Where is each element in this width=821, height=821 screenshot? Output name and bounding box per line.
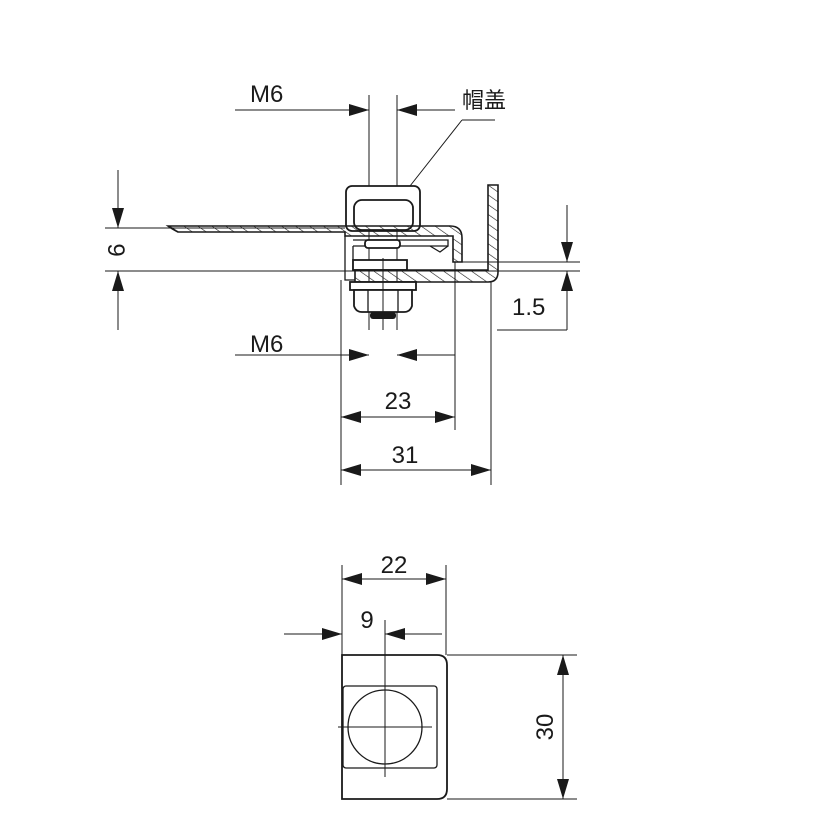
width-23-label: 23 [385, 388, 412, 415]
thickness-dimension: 1.5 [462, 205, 580, 331]
side-view: M6 帽盖 [102, 81, 580, 485]
height-9-label: 9 [102, 243, 129, 256]
offset-9-dimension: 9 [284, 607, 442, 640]
width-23-dimension: 23 [341, 388, 455, 423]
height-30-dimension: 30 [447, 654, 577, 800]
bolt-tip [364, 239, 401, 249]
offset-9-label: 9 [360, 607, 373, 634]
bottom-m6-dimension: M6 [235, 331, 455, 361]
front-view: 22 9 30 [284, 552, 577, 800]
top-m6-dimension: M6 [235, 81, 455, 330]
cap-callout: 帽盖 [409, 89, 506, 187]
top-plate [165, 225, 463, 263]
height-9-dimension: 9 [102, 170, 129, 330]
bottom-plate-flange [354, 184, 499, 283]
width-31-dimension: 31 [341, 442, 491, 476]
width-22-label: 22 [381, 552, 408, 579]
cap-label: 帽盖 [462, 89, 506, 114]
top-m6-label: M6 [250, 81, 283, 108]
clip-block [352, 259, 408, 271]
width-22-dimension: 22 [342, 552, 446, 585]
bottom-m6-label: M6 [250, 331, 283, 358]
height-30-label: 30 [532, 714, 559, 741]
width-31-label: 31 [392, 442, 419, 469]
thickness-label: 1.5 [512, 294, 545, 321]
